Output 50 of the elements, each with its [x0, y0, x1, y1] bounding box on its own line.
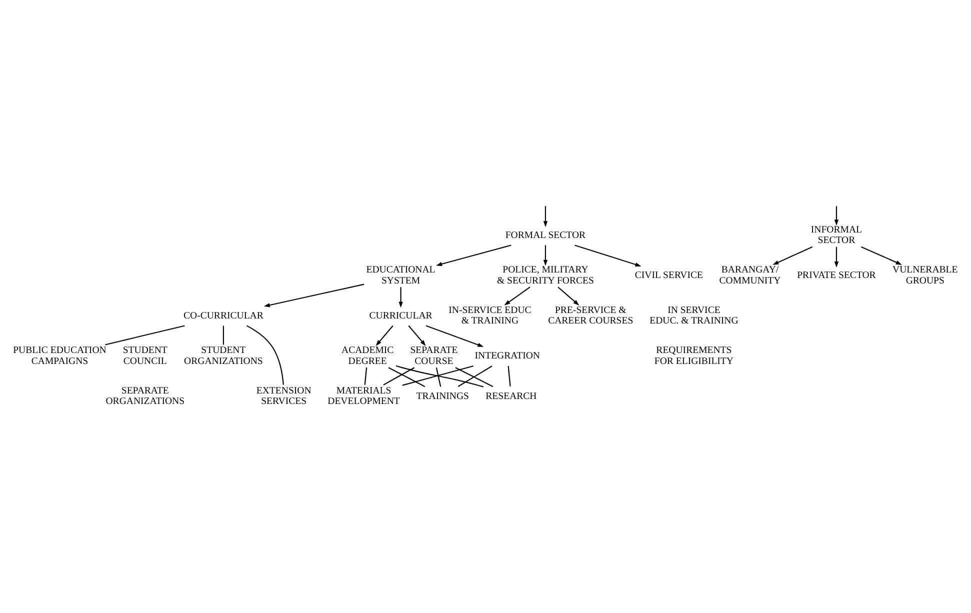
arrow: [543, 244, 548, 266]
arrow: [834, 246, 839, 267]
connector: [508, 365, 511, 386]
arrow: [558, 286, 580, 305]
node-text: ACADEMIC DEGREE: [342, 344, 394, 366]
node-text: INTEGRATION: [474, 350, 540, 362]
label: REQUIREMENTS FOR ELIGIBILITY: [654, 344, 734, 366]
arrow: [834, 206, 839, 226]
arrow: [398, 286, 403, 308]
connector: [364, 367, 368, 384]
arrow: [264, 283, 364, 307]
arrow: [772, 246, 813, 264]
connector: [383, 366, 415, 385]
arrow: [543, 206, 548, 227]
node-text: PUBLIC EDUCATION CAMPAIGNS: [13, 344, 106, 366]
node-text: BARANGAY/ COMMUNITY: [719, 264, 781, 286]
connector: [246, 324, 284, 384]
node-text: CIVIL SERVICE: [634, 270, 704, 281]
arrow: [504, 286, 530, 305]
connector: [436, 366, 442, 386]
node-text: PRIVATE SECTOR: [797, 270, 876, 281]
connector: [222, 325, 224, 344]
node-text: EDUCATIONAL SYSTEM: [366, 264, 436, 286]
connector: [388, 366, 426, 387]
arrow: [574, 244, 642, 266]
label: SEPARATE ORGANIZATIONS: [106, 384, 185, 407]
node-text: PRE-SERVICE & CAREER COURSES: [548, 304, 634, 326]
arrow: [436, 244, 512, 266]
node-text: CURRICULAR: [369, 310, 432, 321]
arrow: [408, 324, 426, 346]
node-text: MATERIALS DEVELOPMENT: [328, 384, 400, 407]
connector: [402, 364, 474, 386]
arrow: [426, 324, 484, 346]
node-text: CO-CURRICULAR: [184, 310, 264, 321]
node-text: SEPARATE COURSE: [410, 344, 458, 366]
connector: [105, 324, 185, 345]
node-text: POLICE, MILITARY & SECURITY FORCES: [497, 264, 594, 286]
node-text: STUDENT ORGANIZATIONS: [184, 344, 263, 366]
node-text: INFORMAL SECTOR: [810, 224, 862, 246]
node-text: RESEARCH: [486, 390, 537, 402]
connector: [396, 364, 484, 387]
node-text: IN-SERVICE EDUC & TRAINING: [448, 304, 532, 326]
node-text: VULNERABLE GROUPS: [892, 264, 958, 286]
arrow: [860, 246, 902, 264]
arrow: [376, 324, 394, 346]
node-text: EXTENSION SERVICES: [256, 384, 312, 407]
label: IN SERVICE EDUC. & TRAINING: [650, 304, 738, 326]
label: STUDENT COUNCIL: [122, 344, 168, 366]
node-text: TRAININGS: [416, 390, 470, 402]
node-text: FORMAL SECTOR: [505, 229, 586, 240]
